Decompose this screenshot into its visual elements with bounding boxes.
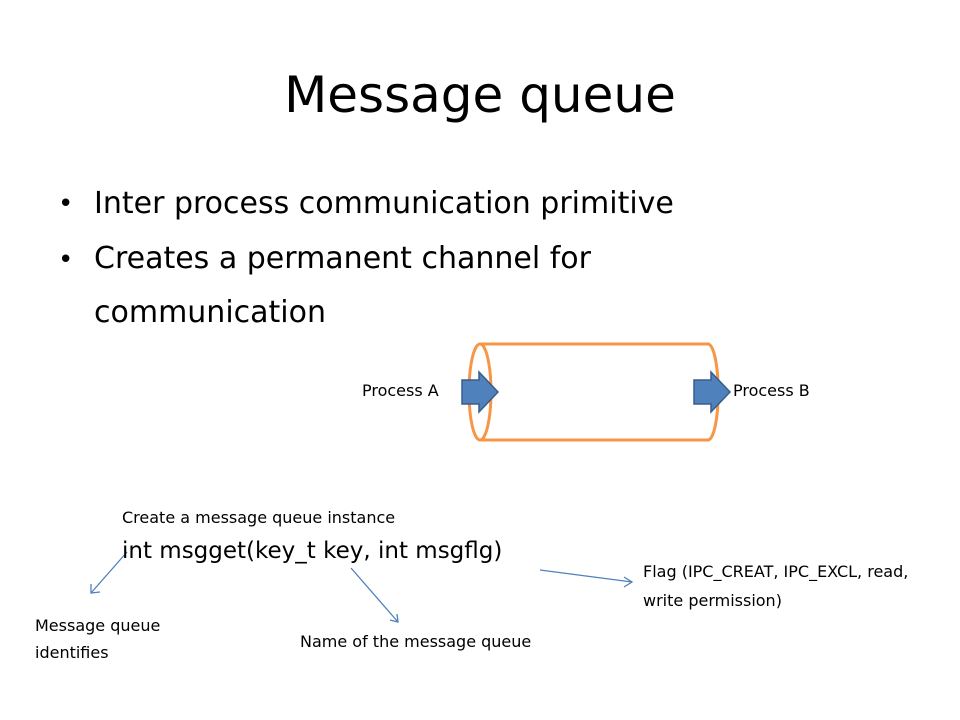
bullet-text: Creates a permanent channel for communic… [94, 241, 591, 330]
return-value-annotation: Message queue identifies [35, 616, 161, 662]
msgget-signature: int msgget(key_t key, int msgflg) [122, 538, 503, 564]
key-annotation: Name of the message queue [300, 632, 532, 651]
return-value-callout-head [90, 584, 101, 594]
process-a-arrow [461, 370, 500, 414]
bullet-dot-icon: • [58, 189, 74, 219]
process-a-label: Process A [362, 381, 439, 400]
flag-callout-line [539, 569, 633, 583]
bullet-dot-icon: • [58, 245, 74, 275]
slide-title: Message queue [284, 66, 676, 124]
message-queue-pipe [467, 342, 720, 442]
return-value-callout-line [90, 551, 128, 594]
bullet-text: Inter process communication primitive [94, 186, 674, 221]
bullet-item-channel: • Creates a permanent channel for commun… [58, 232, 858, 340]
bullet-item-ipc: • Inter process communication primitive [58, 176, 858, 232]
flag-annotation: Flag (IPC_CREAT, IPC_EXCL, read, write p… [643, 562, 909, 610]
process-b-arrow [693, 370, 732, 414]
key-callout-head [389, 613, 399, 623]
api-caption: Create a message queue instance [122, 508, 396, 527]
process-b-label: Process B [733, 381, 810, 400]
key-callout-line [350, 567, 399, 623]
bullet-list: • Inter process communication primitive … [58, 176, 858, 340]
flag-callout-head [623, 576, 634, 588]
